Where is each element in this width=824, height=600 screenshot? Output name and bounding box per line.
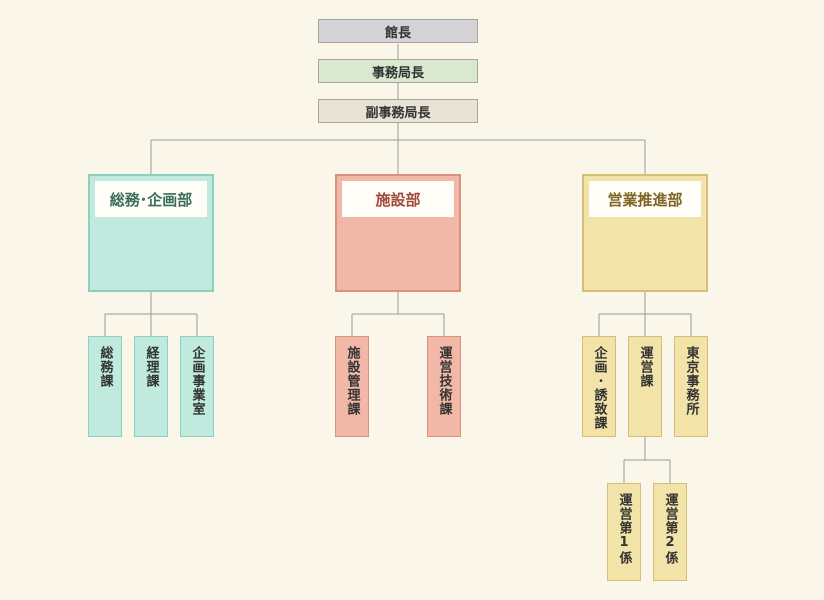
section-label: 東京事務所 bbox=[683, 346, 699, 416]
section-label: 企画事業室 bbox=[189, 346, 205, 416]
subunit-label: 運営第2係 bbox=[662, 493, 678, 565]
section-box: 企画事業室 bbox=[180, 336, 214, 437]
dept-title: 施設部 bbox=[342, 181, 454, 217]
dept-sales-promotion: 営業推進部 bbox=[582, 174, 708, 292]
section-label: 運営課 bbox=[637, 346, 653, 388]
deputy-secretary-general-label: 副事務局長 bbox=[365, 105, 431, 121]
secretary-general-label: 事務局長 bbox=[371, 65, 424, 81]
section-label: 総務課 bbox=[97, 346, 113, 388]
dept-name: 総務･企画部 bbox=[109, 190, 193, 209]
dept-name: 営業推進部 bbox=[607, 190, 683, 209]
subunit-label: 運営第1係 bbox=[616, 493, 632, 565]
dept-title: 営業推進部 bbox=[589, 181, 701, 217]
director-box: 館長 bbox=[318, 19, 478, 43]
section-label: 運営技術課 bbox=[436, 346, 452, 416]
deputy-secretary-general-box: 副事務局長 bbox=[318, 99, 478, 123]
dept-title: 総務･企画部 bbox=[95, 181, 207, 217]
section-label: 経理課 bbox=[143, 346, 159, 388]
section-box: 運営技術課 bbox=[427, 336, 461, 437]
section-box: 経理課 bbox=[134, 336, 168, 437]
secretary-general-box: 事務局長 bbox=[318, 59, 478, 83]
section-box: 東京事務所 bbox=[674, 336, 708, 437]
dept-general-affairs: 総務･企画部 bbox=[88, 174, 214, 292]
section-box: 施設管理課 bbox=[335, 336, 369, 437]
section-box: 総務課 bbox=[88, 336, 122, 437]
subunit-box: 運営第2係 bbox=[653, 483, 687, 581]
section-box: 企画･誘致課 bbox=[582, 336, 616, 437]
section-label: 施設管理課 bbox=[344, 346, 360, 416]
director-label: 館長 bbox=[384, 25, 411, 41]
subunit-box: 運営第1係 bbox=[607, 483, 641, 581]
section-label: 企画･誘致課 bbox=[591, 346, 607, 430]
dept-name: 施設部 bbox=[375, 190, 421, 209]
section-box: 運営課 bbox=[628, 336, 662, 437]
dept-facilities: 施設部 bbox=[335, 174, 461, 292]
